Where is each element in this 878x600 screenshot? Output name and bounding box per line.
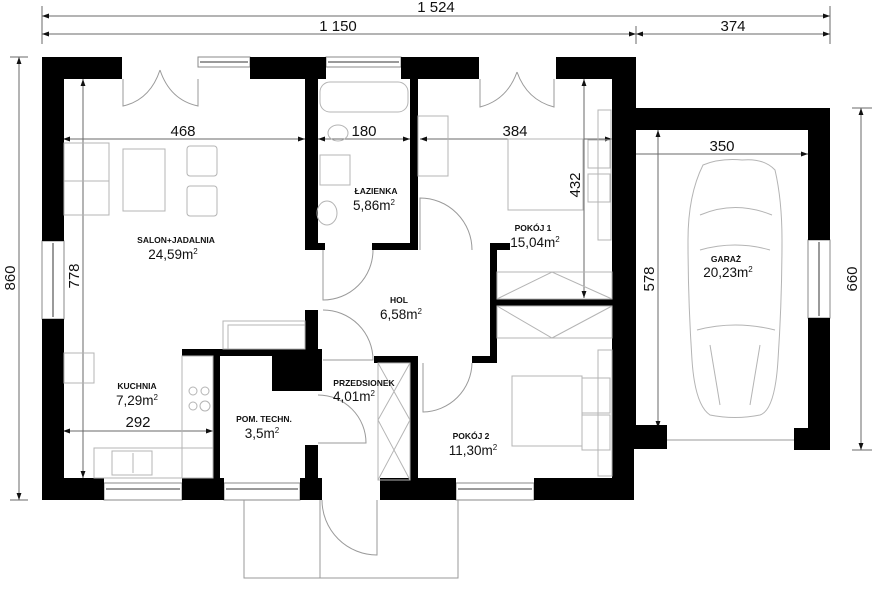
dim-garage-width: 374 (720, 18, 745, 35)
room-area: 20,23m2 (703, 265, 753, 280)
dimension-labels: 1 524 1 150 374 468 180 384 292 350 860 … (2, 0, 861, 431)
room-garaz: GARAŻ 20,23m2 (703, 254, 753, 280)
dim-total-depth: 860 (2, 265, 19, 290)
furniture (63, 81, 783, 481)
dim-house-width: 1 150 (319, 18, 357, 35)
dim-room1-depth: 432 (567, 172, 584, 197)
room-hol: HOL 6,58m2 (380, 295, 423, 322)
dim-salon-depth: 778 (66, 263, 83, 288)
room-name: ŁAZIENKA (355, 186, 398, 196)
dim-room1-width: 384 (502, 123, 527, 140)
dim-garage-inner-depth: 578 (641, 266, 658, 291)
room-name: HOL (390, 295, 408, 305)
room-name: POKÓJ 1 (515, 222, 552, 233)
room-area: 6,58m2 (380, 307, 423, 322)
room-pom-techn: POM. TECHN. 3,5m2 (236, 414, 292, 441)
room-przedsionek: PRZEDSIONEK 4,01m2 (333, 378, 396, 404)
room-pokoj2: POKÓJ 2 11,30m2 (449, 430, 498, 458)
room-area: 5,86m2 (353, 198, 396, 213)
dim-salon-width: 468 (170, 123, 195, 140)
room-name: GARAŻ (711, 254, 741, 264)
room-kuchnia: KUCHNIA 7,29m2 (116, 381, 159, 408)
room-area: 15,04m2 (510, 235, 560, 250)
walls (42, 57, 830, 500)
room-area: 7,29m2 (116, 393, 159, 408)
room-name: SALON+JADALNIA (137, 235, 215, 245)
dim-garage-inner-width: 350 (709, 138, 734, 155)
room-name: PRZEDSIONEK (333, 378, 395, 388)
room-area: 24,59m2 (148, 247, 198, 262)
doors (122, 69, 555, 579)
dim-total-width: 1 524 (417, 0, 455, 16)
room-name: POKÓJ 2 (453, 430, 490, 441)
room-name: KUCHNIA (117, 381, 156, 391)
room-name: POM. TECHN. (236, 414, 292, 424)
room-salon: SALON+JADALNIA 24,59m2 (137, 235, 215, 262)
dim-garage-depth: 660 (844, 266, 861, 291)
room-area: 4,01m2 (333, 389, 376, 404)
dim-kitchen-width: 292 (125, 414, 150, 431)
room-pokoj1: POKÓJ 1 15,04m2 (510, 222, 560, 250)
room-area: 3,5m2 (245, 426, 280, 441)
room-labels: SALON+JADALNIA 24,59m2 ŁAZIENKA 5,86m2 P… (116, 186, 753, 458)
room-lazienka: ŁAZIENKA 5,86m2 (353, 186, 397, 213)
room-area: 11,30m2 (449, 443, 498, 458)
dim-bath-width: 180 (351, 123, 376, 140)
